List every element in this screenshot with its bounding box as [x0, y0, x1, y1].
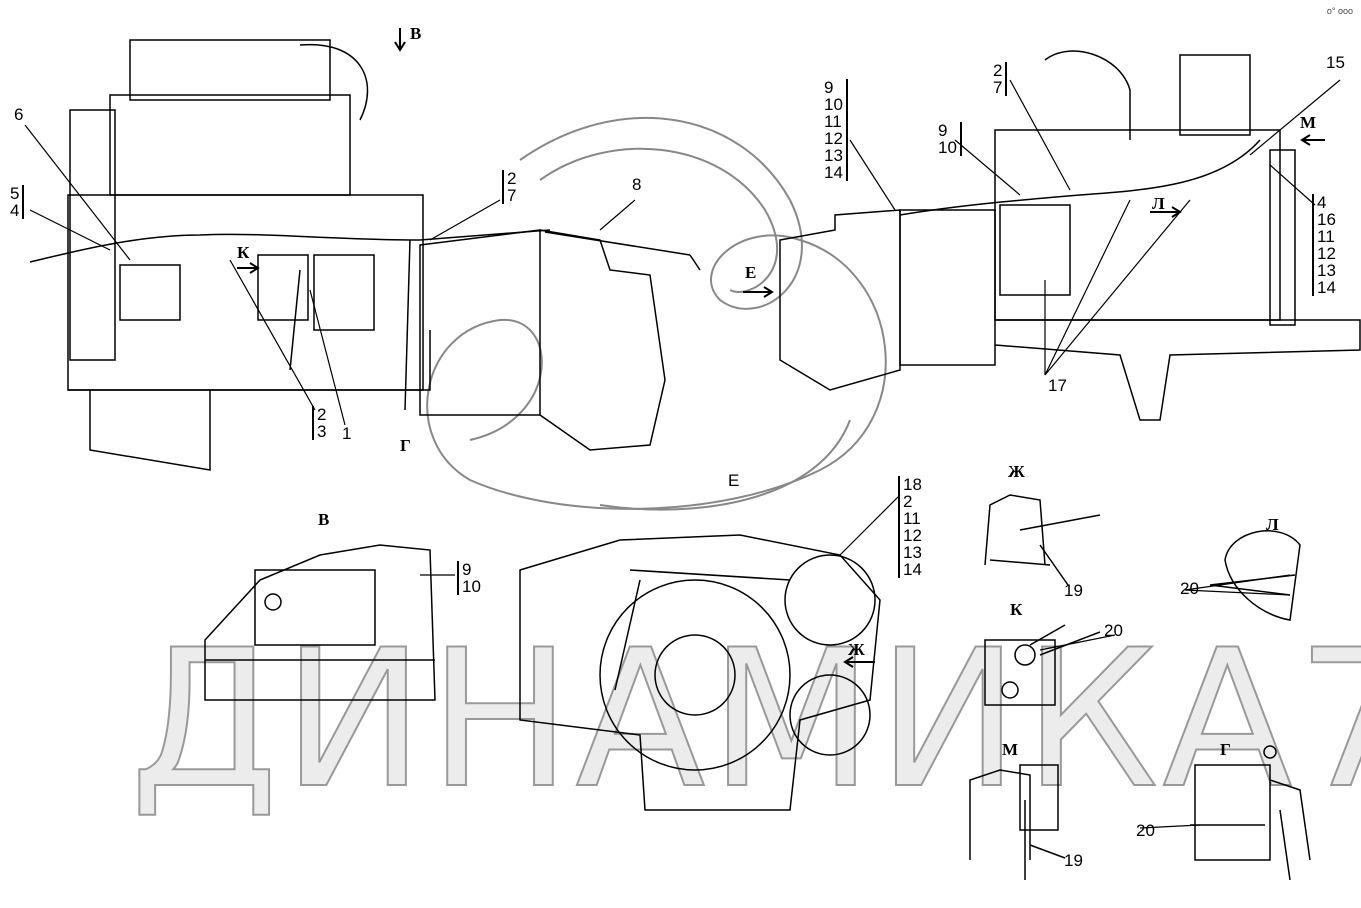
callout-12: 12	[1317, 244, 1336, 263]
right-engine	[899, 50, 1361, 421]
callout-12: 12	[824, 129, 843, 148]
view-arrow-label-k: К	[237, 243, 250, 262]
view-title-l: Л	[1266, 515, 1279, 534]
inset-g	[1190, 745, 1311, 881]
label-g: Г	[400, 436, 411, 455]
callout-14: 14	[1317, 278, 1336, 297]
view-title-zh: Ж	[1008, 462, 1025, 481]
callout-20-l: 20	[1180, 579, 1199, 598]
view-arrows	[237, 28, 1325, 668]
view-title-g: Г	[1220, 740, 1231, 759]
callout-13: 13	[903, 543, 922, 562]
view-arrow-label-v: В	[410, 24, 422, 43]
right-housing	[779, 209, 996, 391]
inset-m	[969, 764, 1066, 880]
callout-19-m: 19	[1064, 851, 1083, 870]
callout-9: 9	[462, 560, 472, 579]
callout-7: 7	[993, 78, 1003, 97]
callout-11: 11	[903, 509, 921, 528]
inset-zh	[984, 494, 1101, 586]
view-arrow-label-e: Е	[745, 263, 757, 282]
callout-13: 13	[824, 146, 843, 165]
callout-18: 18	[903, 475, 922, 494]
callout-6: 6	[14, 105, 24, 124]
callout-16: 16	[1317, 210, 1336, 229]
left-engine	[29, 39, 551, 471]
callout-3: 3	[317, 422, 327, 441]
callout-2: 2	[903, 492, 913, 511]
callout-1: 1	[342, 424, 352, 443]
callout-13: 13	[1317, 261, 1336, 280]
callout-2: 2	[317, 405, 327, 424]
callout-7: 7	[507, 186, 517, 205]
callout-20-g: 20	[1136, 821, 1155, 840]
view-v-drawing	[204, 544, 436, 701]
callout-2: 2	[507, 169, 517, 188]
leader-lines	[24, 79, 1341, 829]
corner-text: o° ooo	[1326, 6, 1353, 16]
flywheel-housing	[419, 229, 701, 451]
callout-2: 2	[993, 61, 1003, 80]
callout-12: 12	[903, 526, 922, 545]
callout-4: 4	[10, 201, 20, 220]
label-e-center: Е	[728, 471, 740, 490]
callout-17: 17	[1048, 376, 1067, 395]
view-title-v: В	[318, 510, 330, 529]
view-arrow-label-m: М	[1300, 113, 1317, 132]
callout-19-zh: 19	[1064, 581, 1083, 600]
front-view-drawing	[519, 534, 881, 811]
view-title-m: М	[1002, 740, 1019, 759]
callout-8: 8	[632, 175, 642, 194]
callout-14: 14	[824, 163, 843, 182]
callout-11: 11	[824, 112, 842, 131]
logo-swirl	[426, 116, 887, 511]
callout-11: 11	[1317, 227, 1335, 246]
watermark: ДИНАМИКА76	[129, 609, 1361, 830]
inset-k	[984, 624, 1101, 706]
view-arrow-label-zh: Ж	[848, 640, 865, 659]
callout-15: 15	[1326, 53, 1345, 72]
callout-10: 10	[462, 577, 481, 596]
view-title-k: К	[1010, 600, 1023, 619]
callout-9: 9	[824, 78, 834, 97]
callout-4: 4	[1317, 193, 1327, 212]
callout-14: 14	[903, 560, 922, 579]
callout-5: 5	[10, 184, 20, 203]
callout-20-k: 20	[1104, 621, 1123, 640]
callout-10: 10	[824, 95, 843, 114]
view-arrow-label-l: Л	[1152, 194, 1165, 213]
callout-10: 10	[938, 138, 957, 157]
callout-9: 9	[938, 121, 948, 140]
